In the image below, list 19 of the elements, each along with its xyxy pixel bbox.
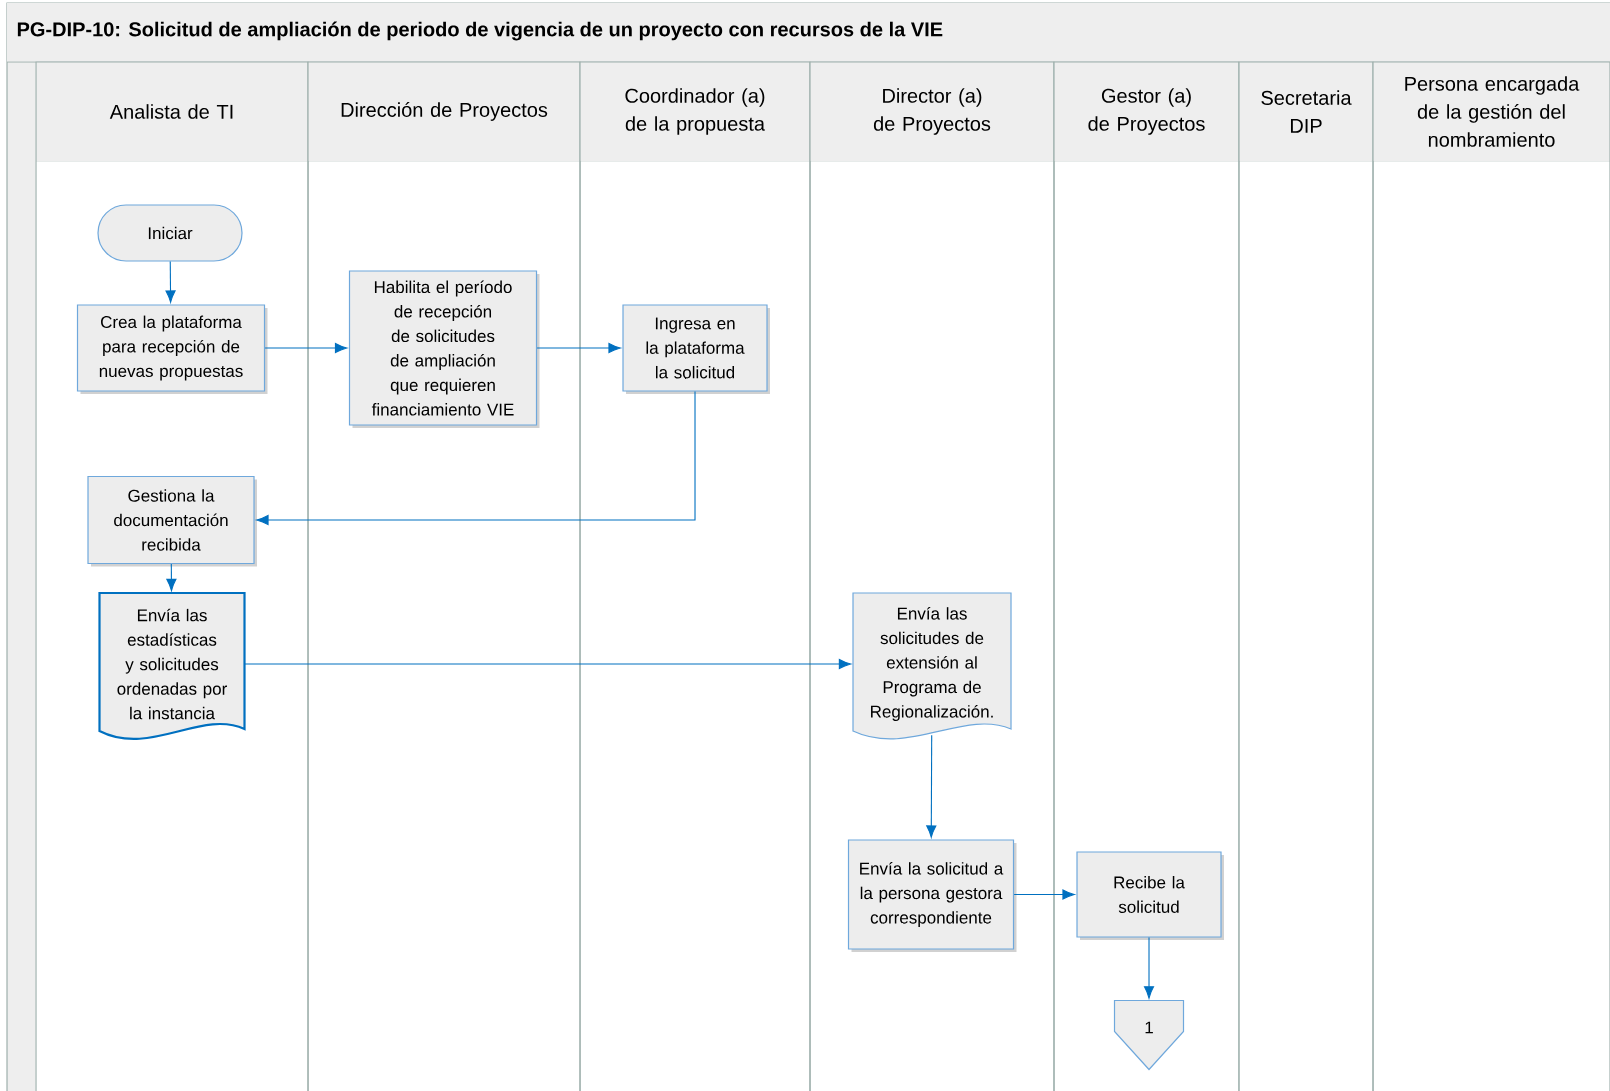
swimlane: Persona encargada de la gestión del nombramiento [1372, 61, 1610, 1091]
process-box: Habilita el período de recepción de solicitudes de ampliación que requieren financiamiento VIE [348, 270, 540, 428]
arrow [1013, 889, 1075, 900]
process-box: Gestiona la documentación recibida [87, 475, 257, 567]
process-box: Envía la solicitud a la persona gestora correspondiente [847, 839, 1017, 952]
off-page-connector: 1 [1113, 999, 1185, 1071]
process-box: Ingresa en la plataforma la solicitud [622, 304, 770, 394]
arrow [256, 391, 696, 526]
swimlane: Secretaria DIP [1238, 61, 1374, 1091]
start-terminator: Iniciar [97, 204, 243, 262]
arrow [264, 342, 348, 354]
process-box: Recibe la solicitud [1076, 851, 1224, 940]
arrow [165, 261, 176, 303]
arrow [536, 342, 621, 354]
process-box: Crea la plataforma para recepción de nuevas propuestas [76, 304, 268, 394]
arrow [926, 734, 937, 838]
arrow [166, 563, 177, 592]
arrow [1143, 937, 1155, 999]
arrow [244, 658, 852, 670]
